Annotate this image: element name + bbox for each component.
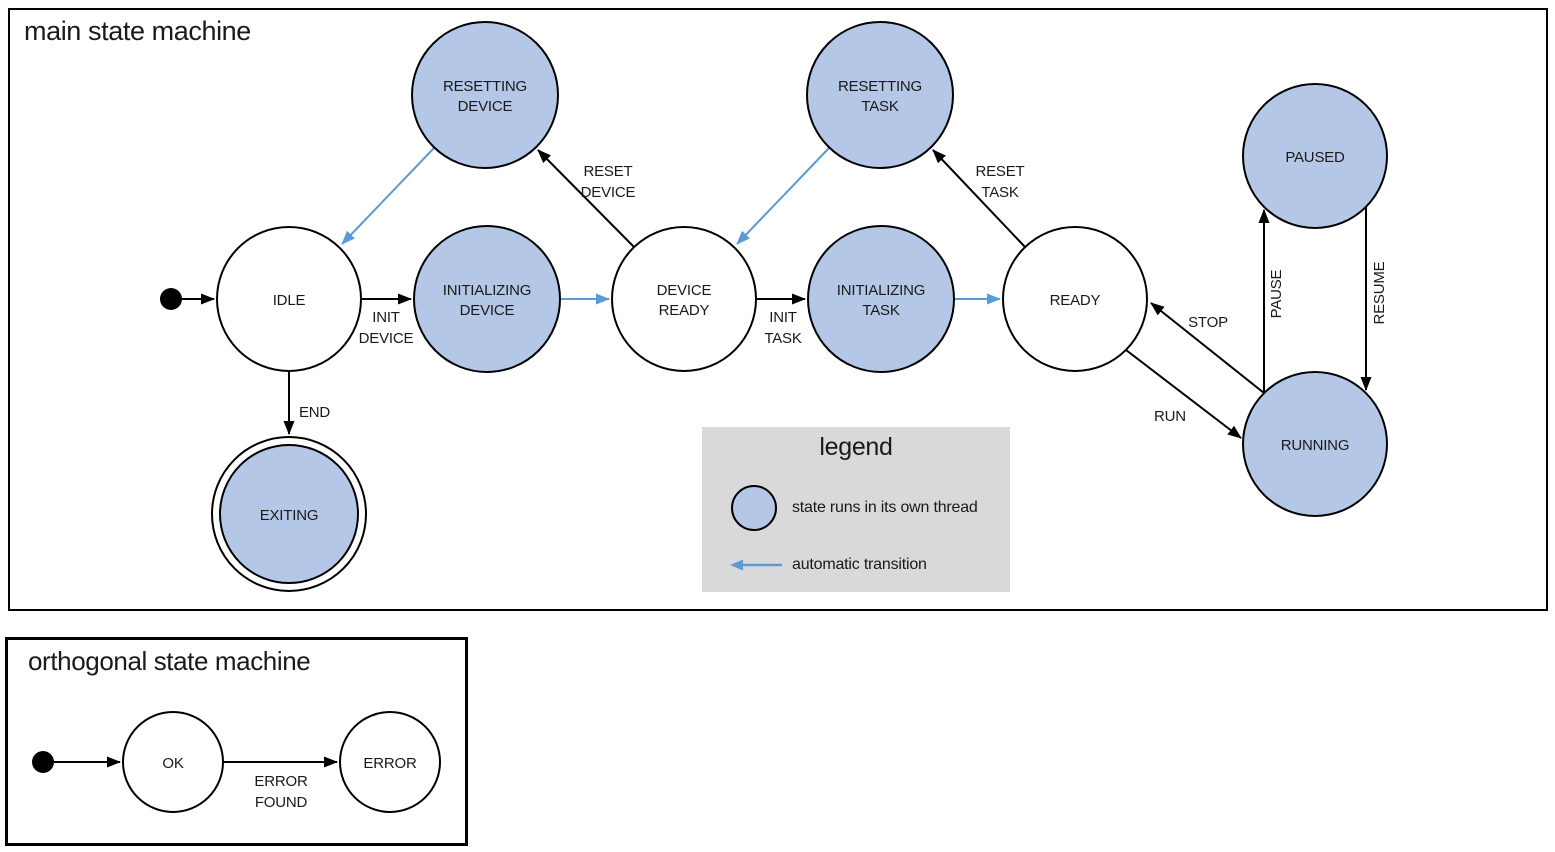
transition-label-paused-to-running: RESUME [1371,261,1388,324]
state-initializing-task-circle [807,225,955,373]
state-paused-circle [1242,83,1388,229]
transition-paused-to-running: RESUME [1360,207,1388,391]
state-resetting-task-circle [806,21,954,169]
main-initial-marker [160,288,182,310]
state-label-running: RUNNING [1281,437,1350,454]
automatic-transition-legend-icon [730,559,782,571]
thread-state-legend-label: state runs in its own thread [792,499,978,516]
state-ok: OK [122,711,224,813]
transition-resetting-task-to-device-ready [736,147,830,245]
legend-box: legend state runs in its own thread auto… [702,427,1010,592]
state-paused: PAUSED [1242,83,1388,229]
main-state-machine-panel: main state machine [8,8,1548,611]
state-ready: READY [1002,226,1148,372]
state-exiting: EXITING [211,436,367,592]
state-initializing-device-circle [413,225,561,373]
state-label-ready: READY [1050,292,1101,309]
transition-label-ready-to-running: RUN [1154,408,1186,425]
state-label-paused: PAUSED [1285,149,1345,166]
transition-label-running-to-ready: STOP [1188,314,1228,331]
transition-running-to-paused: PAUSE [1258,209,1285,393]
state-exiting-circle [219,444,359,584]
state-ok-circle [122,711,224,813]
state-device-ready-circle [611,226,757,372]
transition-label-running-to-paused: PAUSE [1268,269,1285,318]
orthogonal-initial-marker [32,751,54,773]
state-label-exiting: EXITING [260,507,319,524]
thread-state-legend-icon [731,485,777,531]
orthogonal-state-machine-panel: orthogonal state machine [5,637,468,846]
transition-label-idle-to-exiting: END [299,404,330,421]
legend-title: legend [819,433,893,461]
transition-ready-to-running: RUN [1125,349,1242,439]
transition-resetting-device-to-idle [341,147,435,245]
state-error: ERROR [339,711,441,813]
automatic-transition-legend-label: automatic transition [792,556,927,573]
state-label-error: ERROR [363,755,417,772]
state-label-idle: IDLE [273,292,306,309]
state-running: RUNNING [1242,371,1388,517]
state-running-circle [1242,371,1388,517]
state-ready-circle [1002,226,1148,372]
transition-idle-to-exiting: END [283,371,331,435]
state-resetting-device-circle [411,21,559,169]
state-label-ok: OK [162,755,183,772]
main-panel-title: main state machine [24,16,251,46]
orthogonal-panel-title: orthogonal state machine [28,646,311,676]
state-idle-circle [216,226,362,372]
state-error-circle [339,711,441,813]
state-idle: IDLE [216,226,362,372]
transition-running-to-ready: STOP [1150,302,1265,394]
